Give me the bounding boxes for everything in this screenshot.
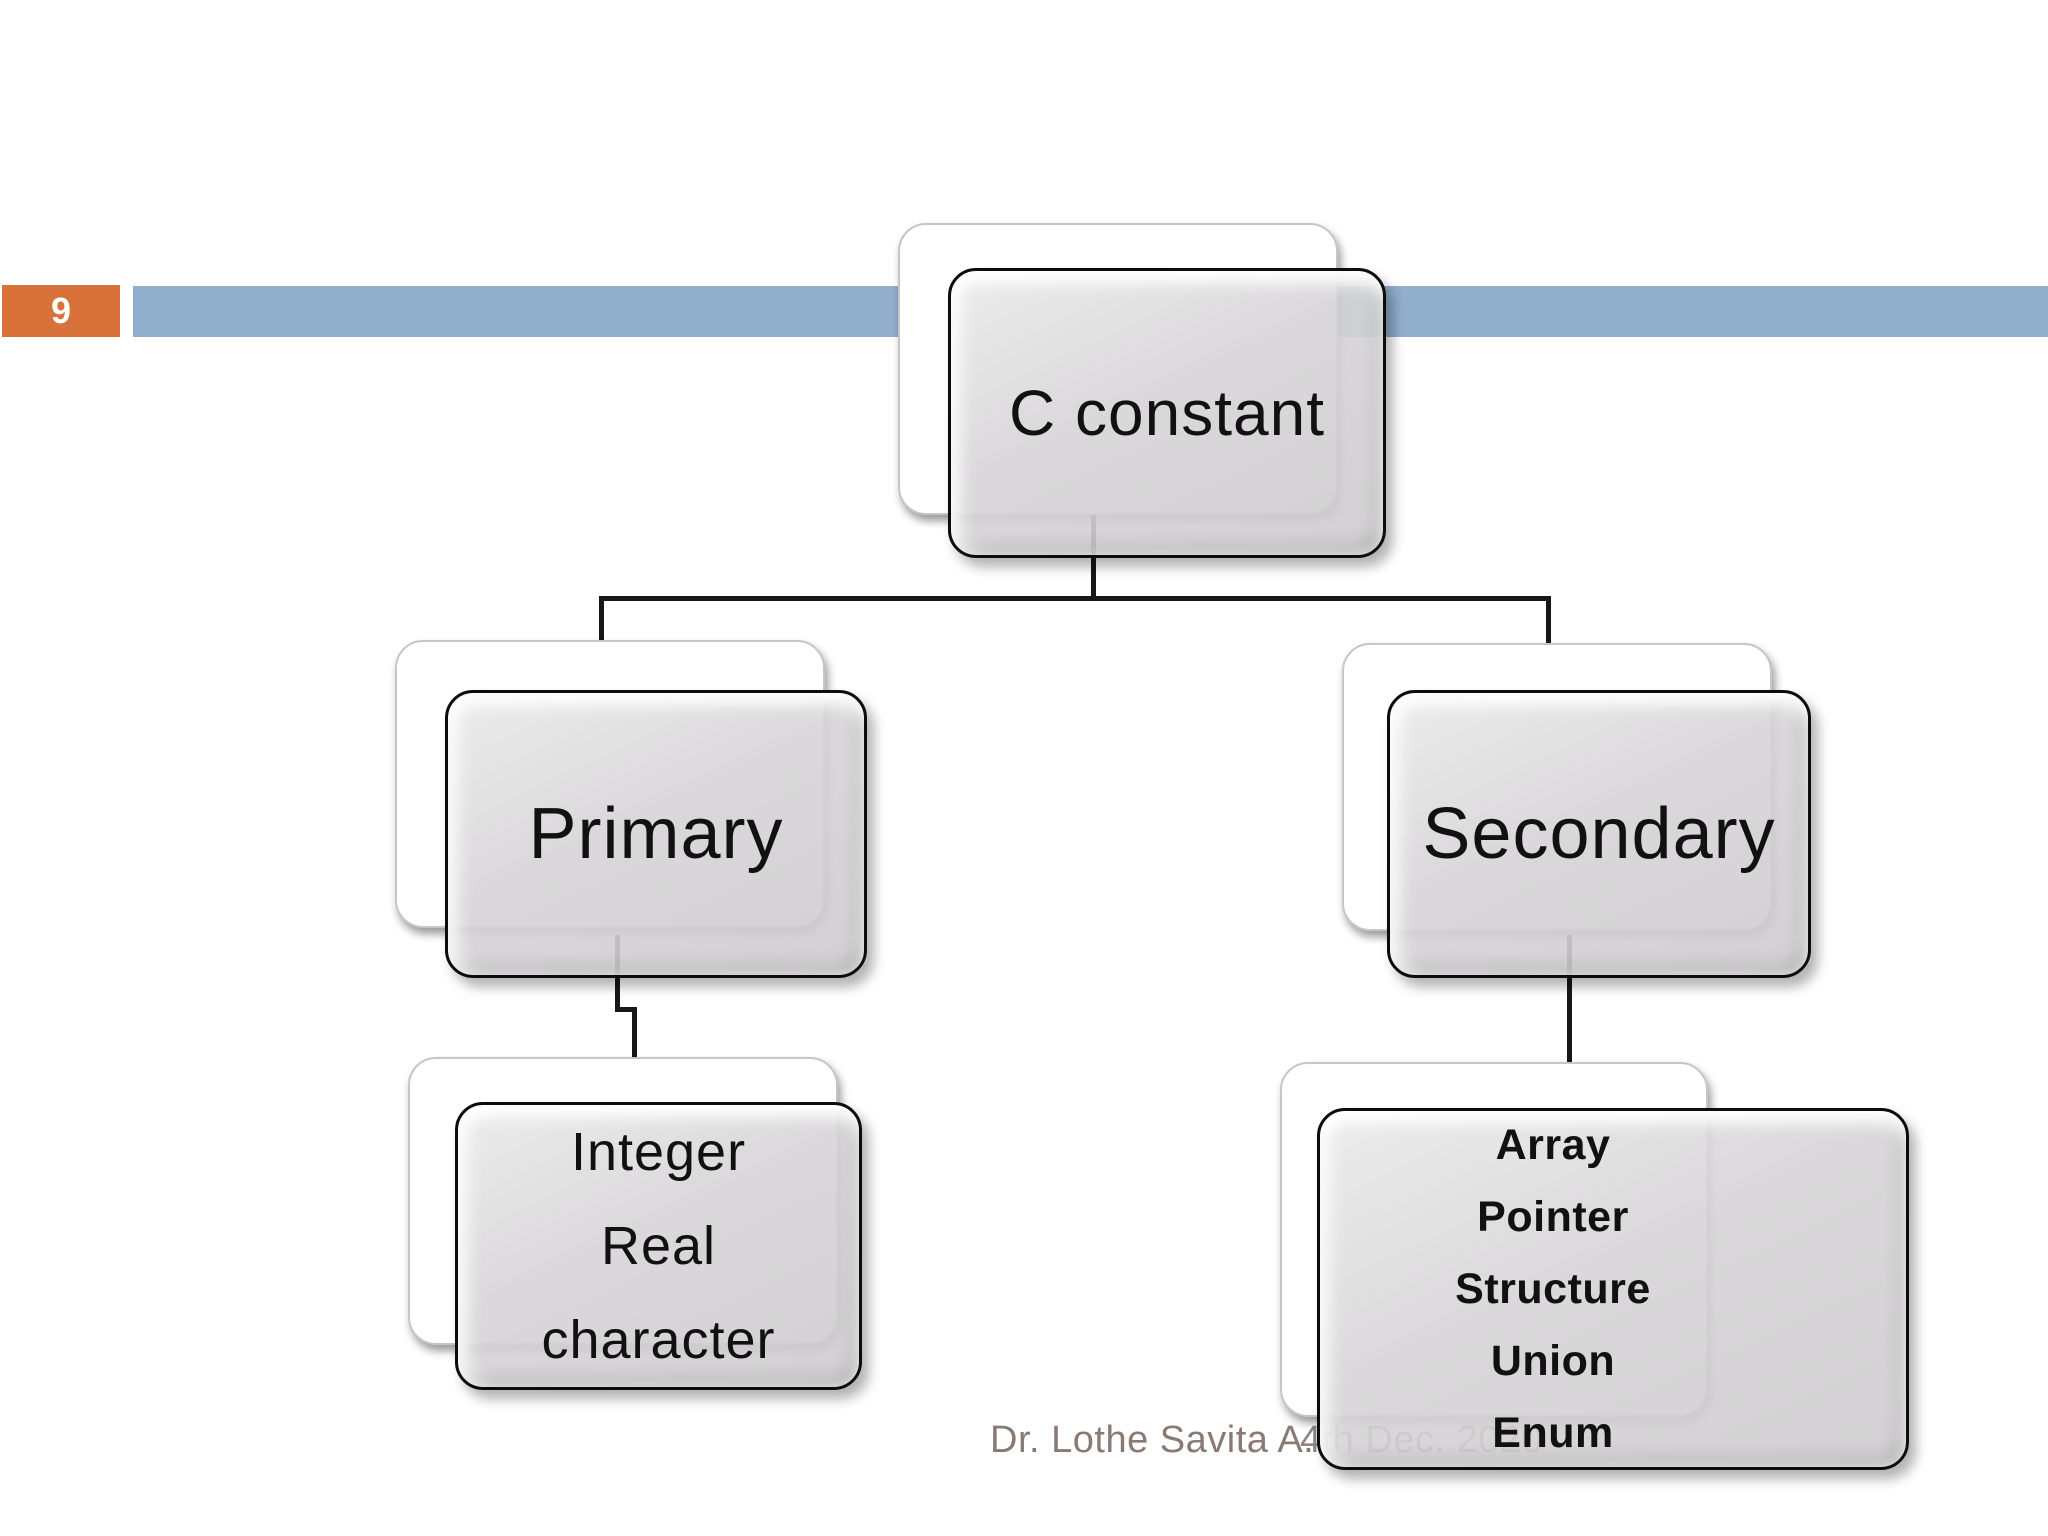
primary-type-character: character xyxy=(541,1310,776,1370)
node-primary: Primary xyxy=(445,690,867,978)
secondary-type-pointer: Pointer xyxy=(1477,1193,1629,1241)
secondary-type-structure: Structure xyxy=(1455,1265,1651,1313)
connector-primary-child-jog xyxy=(615,1007,637,1012)
connector-right-drop xyxy=(1546,596,1551,660)
node-secondary-types-labels: Array Pointer Structure Union Enum xyxy=(1260,1111,1846,1467)
page-number: 9 xyxy=(50,290,72,331)
connector-horizontal xyxy=(599,596,1551,601)
connector-secondary-child xyxy=(1567,935,1572,1075)
primary-type-real: Real xyxy=(600,1216,717,1276)
secondary-type-enum: Enum xyxy=(1492,1409,1614,1457)
secondary-type-union: Union xyxy=(1490,1337,1616,1385)
node-primary-label: Primary xyxy=(528,794,784,874)
node-c-constant-label: C constant xyxy=(1009,377,1325,449)
node-secondary-types: Array Pointer Structure Union Enum xyxy=(1317,1108,1909,1470)
node-primary-types-labels: Integer Real character xyxy=(458,1105,859,1387)
node-secondary: Secondary xyxy=(1387,690,1811,978)
primary-type-integer: Integer xyxy=(570,1122,747,1182)
node-primary-types: Integer Real character xyxy=(455,1102,862,1390)
node-c-constant: C constant xyxy=(948,268,1386,558)
connector-left-drop xyxy=(599,596,604,658)
secondary-type-array: Array xyxy=(1495,1121,1611,1169)
page-number-badge: 9 xyxy=(2,285,120,337)
node-secondary-label: Secondary xyxy=(1422,794,1776,874)
footer-author: Dr. Lothe Savita A. xyxy=(990,1419,1315,1461)
